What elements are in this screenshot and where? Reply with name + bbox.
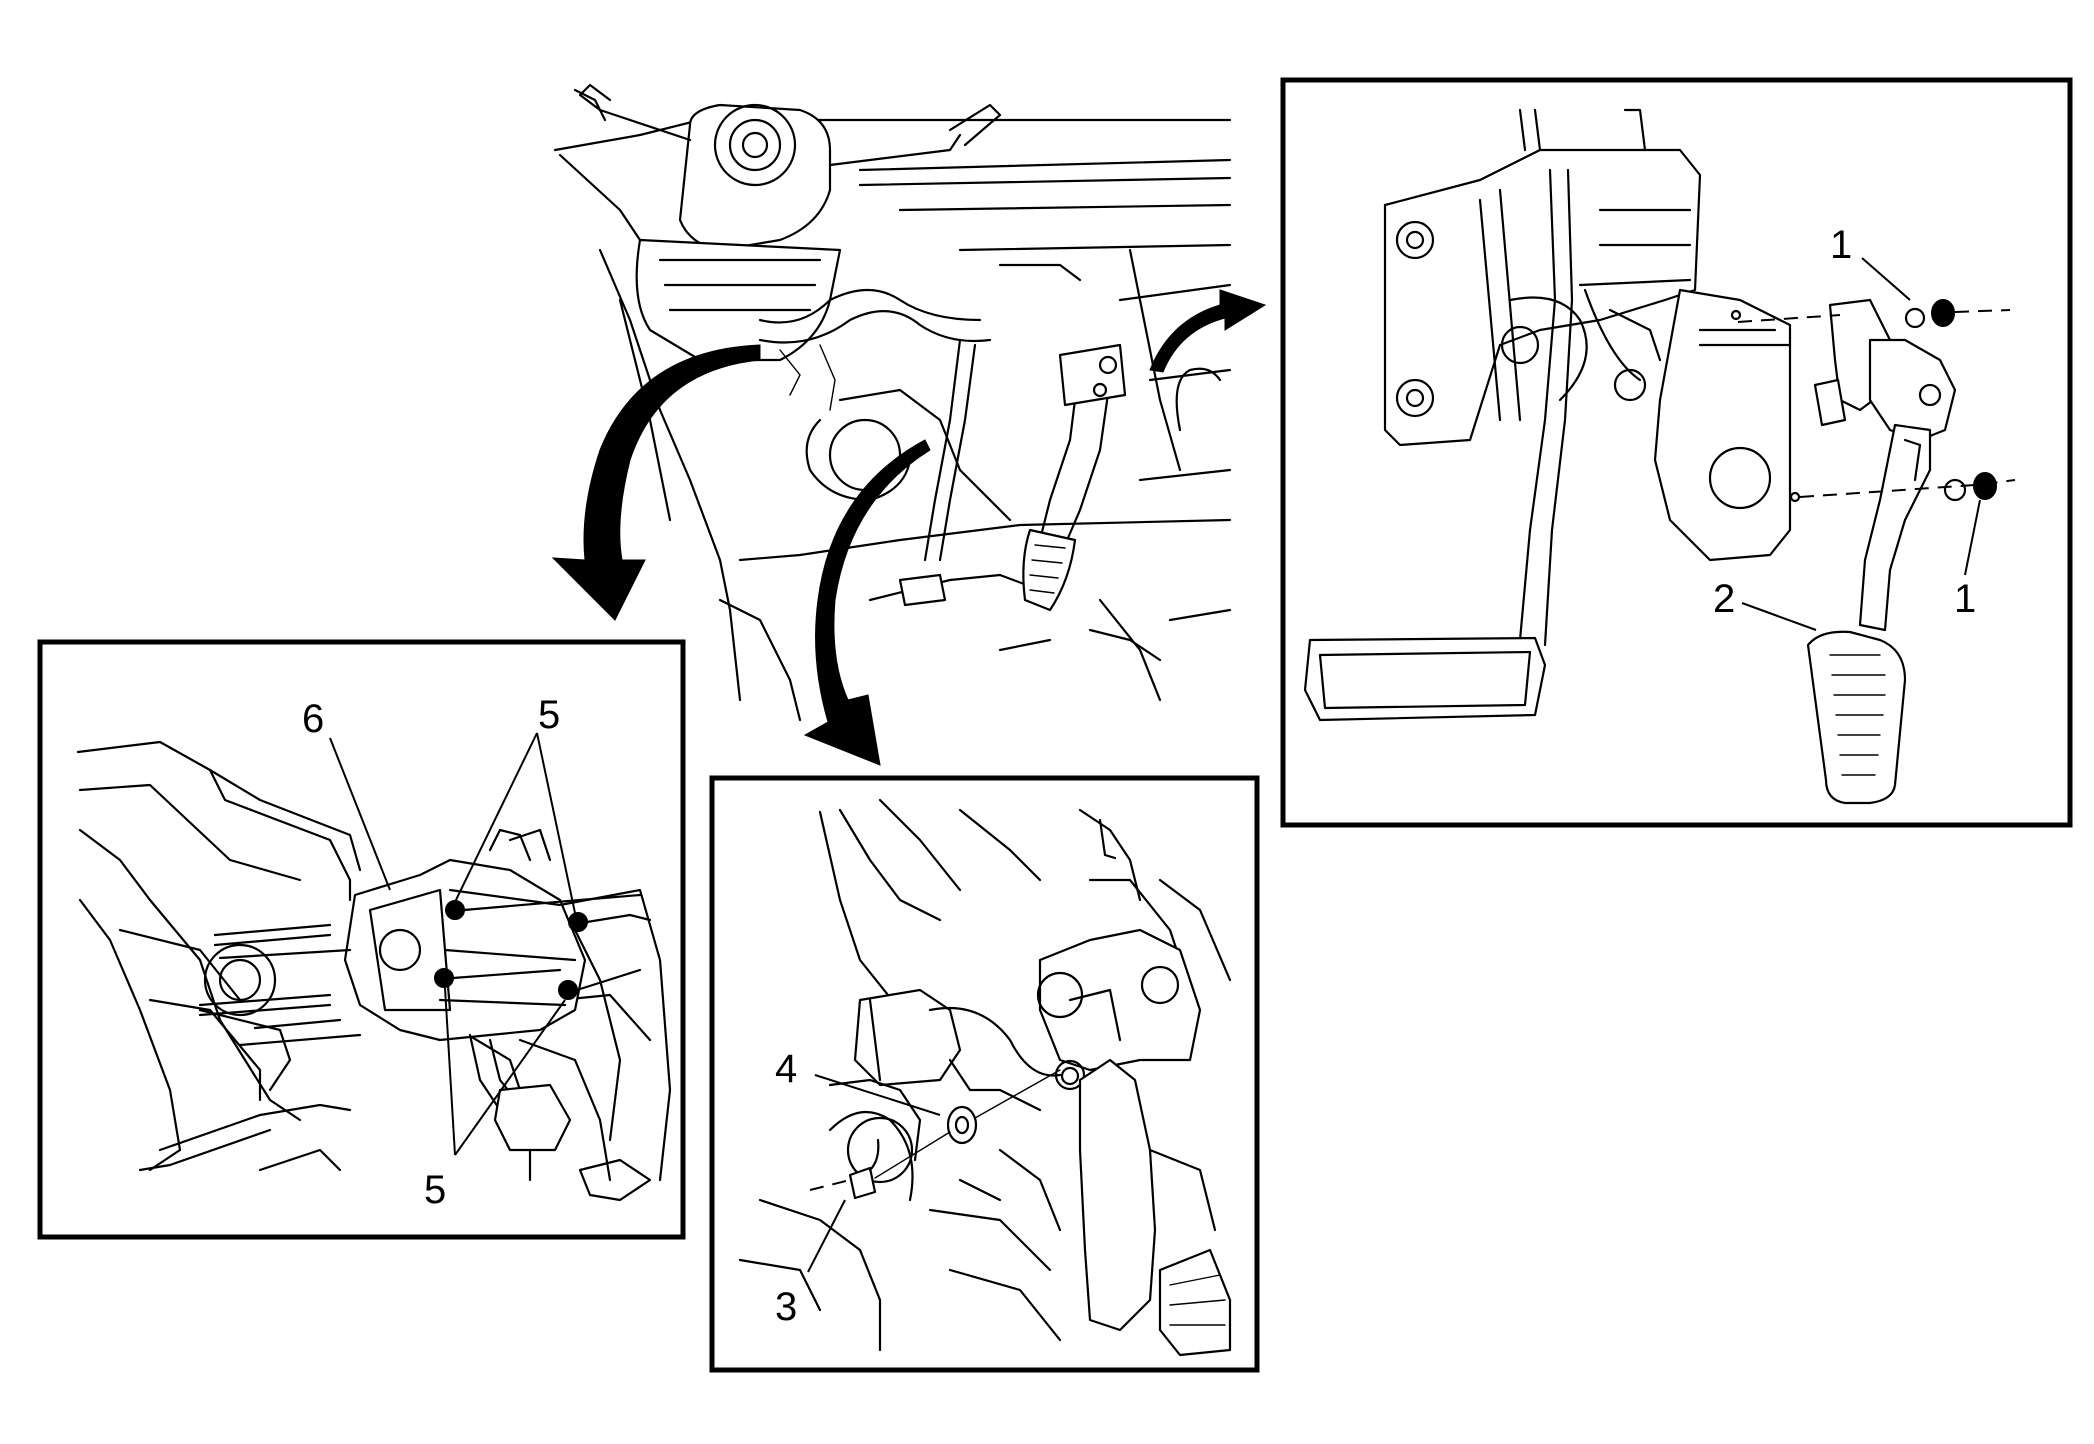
callout-3: 3 <box>775 1285 797 1329</box>
callout-5-lower: 5 <box>424 1168 446 1212</box>
overview-illustration <box>553 83 1232 722</box>
connector-part-3 <box>848 1166 877 1200</box>
callout-6: 6 <box>302 697 324 741</box>
callout-labels: 1 1 2 3 4 5 5 6 <box>302 223 1976 1329</box>
install-line-lower-center <box>809 1179 851 1191</box>
nut-5-d <box>558 980 578 1000</box>
inset-accelerator-pedal <box>1280 77 2073 828</box>
callout-leaders <box>329 257 1981 1273</box>
inset-sensor-connector <box>709 775 1260 1373</box>
arrow-to-lower-left-inset <box>551 344 761 621</box>
bushing-part-4 <box>946 1105 978 1145</box>
nut-lower <box>1973 472 1997 500</box>
callout-5-upper: 5 <box>538 693 560 737</box>
callout-1-lower: 1 <box>1954 577 1976 621</box>
callout-1-upper: 1 <box>1830 223 1852 267</box>
install-line-upper <box>1737 314 1841 323</box>
nut-5-c <box>434 968 454 988</box>
stud-upper-left <box>213 923 332 937</box>
install-line-upper-nut <box>1954 309 2011 313</box>
stud-mid-left <box>218 948 352 960</box>
callout-arrows <box>551 289 1267 766</box>
callout-4: 4 <box>775 1047 797 1091</box>
arrow-to-upper-right-inset <box>1149 289 1267 373</box>
nut-5-b <box>568 912 588 932</box>
callout-2: 2 <box>1713 577 1735 621</box>
install-line-lower-nut <box>1799 479 2016 498</box>
nut-5-a <box>445 900 465 920</box>
inset-bracket-removal <box>37 639 686 1240</box>
arrow-to-lower-center-inset <box>803 439 931 766</box>
nut-upper <box>1931 299 1955 327</box>
